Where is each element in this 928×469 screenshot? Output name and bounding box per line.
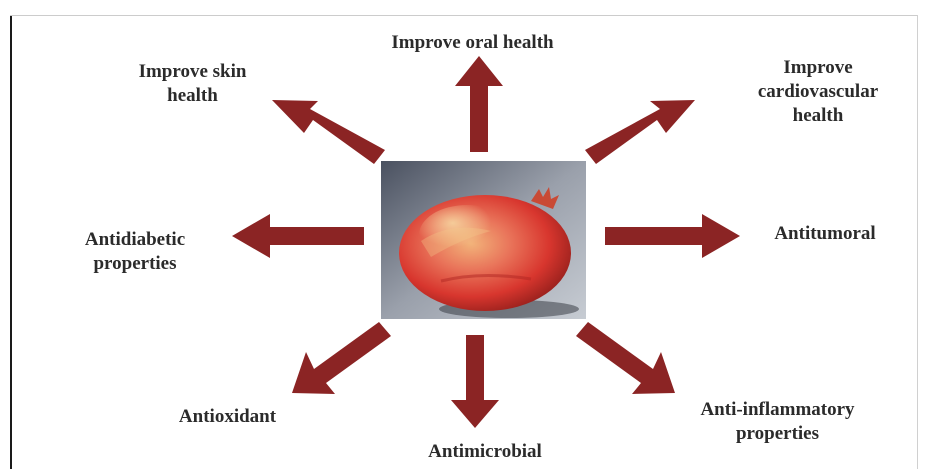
arrow-down-microbial: [451, 335, 499, 428]
label-improve-cardiovascular-health: Improve cardiovascular health: [728, 56, 908, 128]
label-antimicrobial: Antimicrobial: [385, 440, 585, 464]
label-antidiabetic-properties: Antidiabetic properties: [40, 228, 230, 276]
arrow-left-diabetic: [232, 214, 364, 258]
label-improve-skin-health: Improve skin health: [100, 60, 285, 108]
arrow-up-oral: [455, 56, 503, 152]
arrow-right-tumoral: [605, 214, 740, 258]
arrow-upright-cardio: [585, 100, 695, 164]
label-anti-inflammatory-properties: Anti-inflammatory properties: [650, 398, 905, 446]
arrow-downright-inflammatory: [576, 322, 675, 394]
pomegranate-photo: [381, 161, 586, 319]
arrow-downleft-oxidant: [292, 322, 391, 394]
label-improve-oral-health: Improve oral health: [340, 31, 605, 55]
label-antioxidant: Antioxidant: [140, 405, 315, 429]
arrow-upleft-skin: [272, 100, 385, 164]
label-antitumoral: Antitumoral: [740, 222, 910, 246]
